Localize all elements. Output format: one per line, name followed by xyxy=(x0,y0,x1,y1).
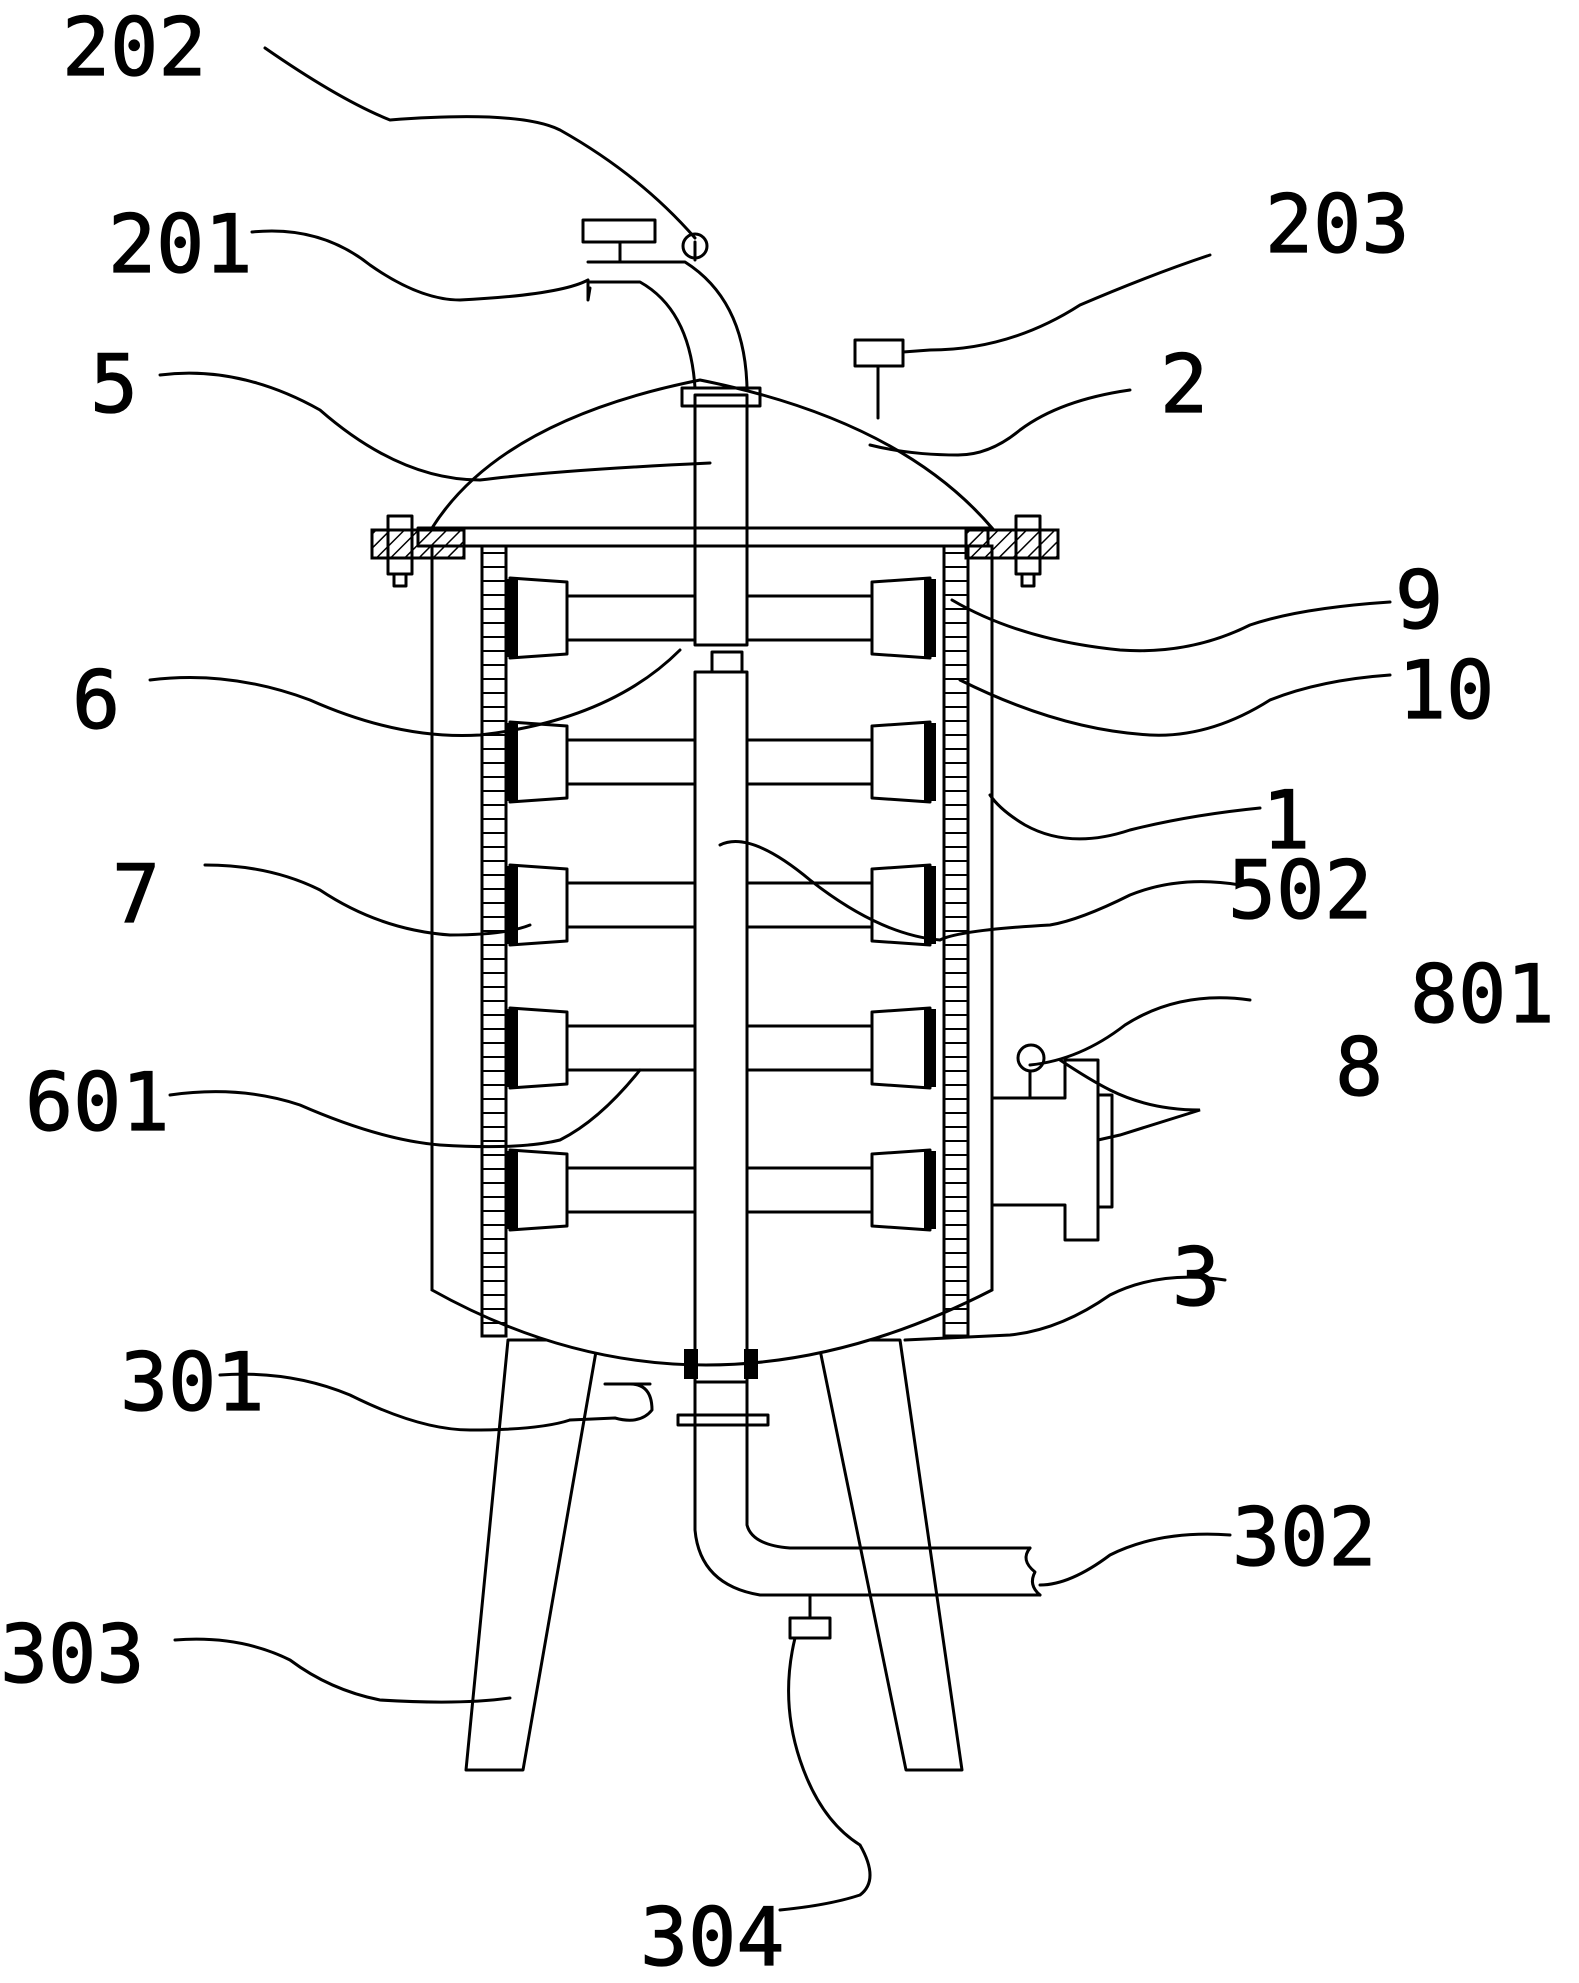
brush-strip xyxy=(924,1151,936,1229)
scraper-assembly xyxy=(506,576,936,1232)
label-7: 7 xyxy=(112,848,160,941)
label-304: 304 xyxy=(640,1891,785,1983)
label-601: 601 xyxy=(25,1056,170,1149)
leader-lines xyxy=(148,46,1392,1912)
brush-strip xyxy=(506,723,518,801)
brush-block xyxy=(870,1148,932,1232)
pressure-gauge-top xyxy=(681,232,709,262)
vent-valve xyxy=(853,338,905,420)
brush-strip xyxy=(924,579,936,657)
brush-strip xyxy=(506,1009,518,1087)
outlet-pipe xyxy=(693,1380,1042,1640)
brush-block xyxy=(870,1006,932,1090)
bottom-seal xyxy=(676,1349,770,1427)
label-203: 203 xyxy=(1265,178,1410,271)
support-legs xyxy=(464,1338,964,1772)
bolt-flange-left xyxy=(370,514,466,588)
label-303: 303 xyxy=(0,1608,145,1701)
brush-strip xyxy=(924,723,936,801)
label-202: 202 xyxy=(62,1,207,94)
label-2: 2 xyxy=(1160,338,1208,431)
label-201: 201 xyxy=(108,198,253,291)
brush-block xyxy=(870,863,932,947)
inlet-pipe xyxy=(581,218,749,390)
filter-sleeve-left xyxy=(480,544,508,1338)
drain-pipe xyxy=(568,1382,654,1422)
brush-strip xyxy=(506,1151,518,1229)
brush-strip xyxy=(924,866,936,944)
filter-sleeve-right xyxy=(942,544,970,1338)
brush-strip xyxy=(506,866,518,944)
label-9: 9 xyxy=(1395,554,1443,647)
bolt-flange-right xyxy=(964,514,1060,588)
brush-block xyxy=(870,720,932,804)
label-10: 10 xyxy=(1398,644,1494,737)
label-3: 3 xyxy=(1172,1231,1220,1324)
brush-strip xyxy=(506,579,518,657)
label-8: 8 xyxy=(1335,1021,1383,1114)
label-502: 502 xyxy=(1228,844,1373,937)
label-301: 301 xyxy=(120,1336,265,1429)
brush-block xyxy=(870,576,932,660)
label-1: 1 xyxy=(1262,774,1310,867)
label-5: 5 xyxy=(90,338,138,431)
outlet-flange xyxy=(990,1043,1114,1242)
label-6: 6 xyxy=(72,654,120,747)
brush-strip xyxy=(924,1009,936,1087)
label-302: 302 xyxy=(1232,1491,1377,1584)
label-801: 801 xyxy=(1410,948,1555,1041)
